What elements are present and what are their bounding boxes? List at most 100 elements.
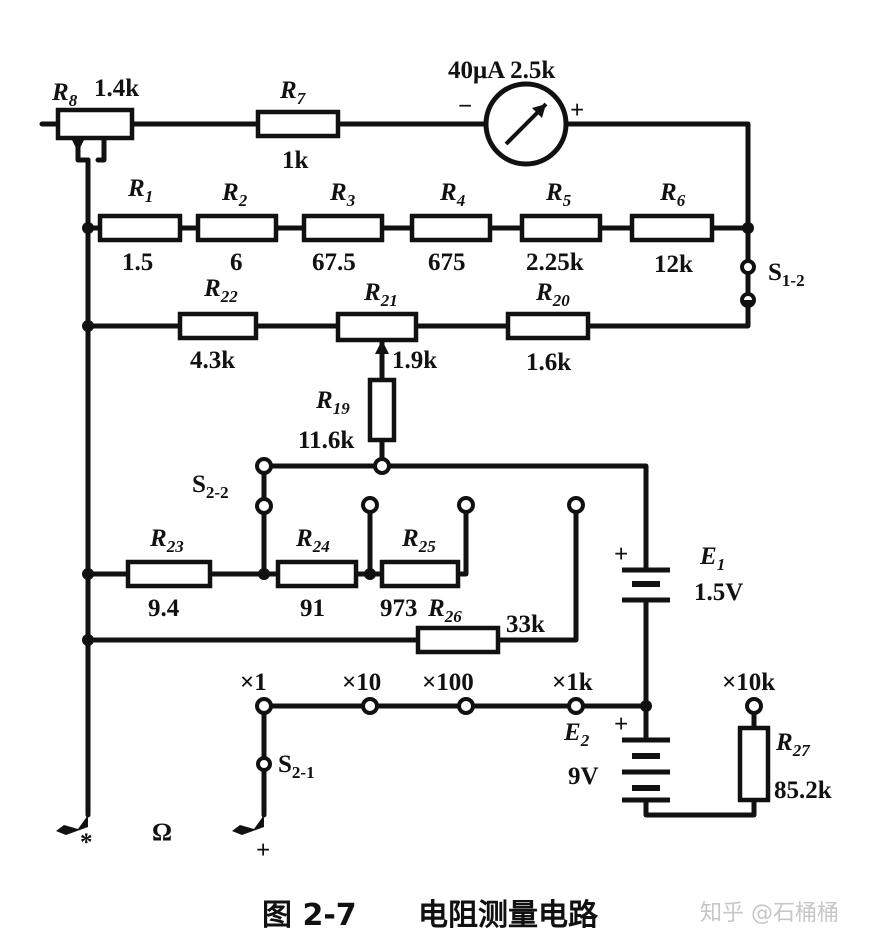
meter-minus: − [458, 93, 472, 120]
svg-text:R6: R6 [659, 179, 686, 210]
r4-value: 675 [428, 249, 466, 276]
r4-name: R [439, 179, 457, 206]
junction-nodes [82, 222, 754, 712]
r8-wiper-arrow [72, 140, 84, 152]
svg-text:R22: R22 [203, 275, 238, 306]
svg-text:R21: R21 [363, 279, 398, 310]
e2-plus: + [614, 711, 628, 738]
r20-name: R [535, 279, 553, 306]
range-contact-x1k [567, 697, 585, 715]
probe-terminal-negative[interactable] [56, 815, 88, 835]
r7-name: R [279, 77, 297, 104]
r6-name: R [659, 179, 677, 206]
s12-name: S [768, 259, 782, 286]
svg-text:R2: R2 [221, 179, 248, 210]
labels: R8 1.4k R7 1k 40μA 2.5k − + R1 1.5 R2 6 … [51, 57, 832, 864]
watermark: 知乎 @石桶桶 [700, 901, 839, 926]
e1-name: E [699, 543, 717, 570]
resistor-r20 [505, 311, 591, 341]
svg-text:R23: R23 [149, 525, 184, 556]
r21-wiper-arrow [375, 340, 389, 354]
range-label-x1k: ×1k [552, 669, 593, 696]
probe-terminal-positive[interactable] [232, 815, 264, 835]
r7-value: 1k [282, 147, 309, 174]
resistor-r24 [275, 559, 359, 589]
resistor-r23 [125, 559, 213, 589]
range-contact-x10k [745, 697, 763, 715]
e1-plus: + [614, 541, 628, 568]
resistor-r4 [409, 213, 493, 243]
r25-name: R [401, 525, 419, 552]
resistor-r1 [97, 213, 183, 243]
svg-text:R5: R5 [545, 179, 572, 210]
s22-name: S [192, 471, 206, 498]
r8-name: R [51, 79, 69, 106]
r2-name: R [221, 179, 239, 206]
range-contact-x10 [361, 697, 379, 715]
resistor-r21[interactable] [335, 311, 419, 343]
meter-plus: + [570, 97, 584, 124]
r3-name: R [329, 179, 347, 206]
resistors [55, 107, 771, 803]
r24-name: R [295, 525, 313, 552]
microammeter [483, 81, 569, 167]
svg-text:R24: R24 [295, 525, 330, 556]
r3-value: 67.5 [312, 249, 356, 276]
switch-terminals[interactable] [255, 259, 763, 772]
r20-value: 1.6k [526, 349, 571, 376]
r26-value: 33k [506, 611, 545, 638]
resistor-r25 [379, 559, 461, 589]
svg-text:R26: R26 [427, 595, 462, 626]
e2-name: E [563, 719, 581, 746]
r8-value: 1.4k [94, 75, 139, 102]
resistor-r5 [519, 213, 603, 243]
range-label-x100: ×100 [422, 669, 474, 696]
svg-text:R19: R19 [315, 387, 350, 418]
range-label-x10k: ×10k [722, 669, 775, 696]
r25-value: 973 [380, 595, 418, 622]
svg-text:R1: R1 [127, 175, 153, 206]
svg-text:E2: E2 [563, 719, 590, 750]
resistor-r26 [415, 625, 501, 655]
r27-value: 85.2k [774, 777, 832, 804]
e2-value: 9V [568, 763, 599, 790]
r22-value: 4.3k [190, 347, 235, 374]
r22-name: R [203, 275, 221, 302]
positive-terminal-label: + [256, 837, 270, 864]
svg-text:R8: R8 [51, 79, 78, 110]
resistor-r19 [367, 377, 397, 443]
r27-name: R [775, 729, 793, 756]
wires [39, 121, 757, 818]
r26-name: R [427, 595, 445, 622]
range-label-x1: ×1 [240, 669, 267, 696]
r23-value: 9.4 [148, 595, 180, 622]
figure-number: 图 2-7 [262, 898, 357, 933]
resistor-r8[interactable] [55, 107, 135, 141]
svg-text:E1: E1 [699, 543, 725, 574]
r5-name: R [545, 179, 563, 206]
resistor-r6 [629, 213, 715, 243]
e1-value: 1.5V [694, 579, 743, 606]
r1-name: R [127, 175, 145, 202]
r1-value: 1.5 [122, 249, 153, 276]
r19-name: R [315, 387, 333, 414]
range-contact-x100 [457, 697, 475, 715]
svg-text:R20: R20 [535, 279, 570, 310]
battery-e1 [622, 567, 670, 603]
r19-value: 11.6k [298, 427, 354, 454]
ohm-terminal-label: Ω [152, 819, 172, 846]
svg-text:R4: R4 [439, 179, 465, 210]
svg-text:S2-1: S2-1 [278, 751, 315, 782]
r5-value: 2.25k [526, 249, 584, 276]
resistor-r3 [301, 213, 385, 243]
battery-e2 [622, 737, 670, 803]
figure-title: 电阻测量电路 [418, 898, 599, 933]
svg-text:R3: R3 [329, 179, 356, 210]
resistor-r27 [737, 725, 771, 803]
svg-text:R27: R27 [775, 729, 811, 760]
svg-text:S2-2: S2-2 [192, 471, 229, 502]
negative-terminal-label: * [80, 829, 93, 856]
resistor-r2 [195, 213, 279, 243]
svg-text:R25: R25 [401, 525, 436, 556]
